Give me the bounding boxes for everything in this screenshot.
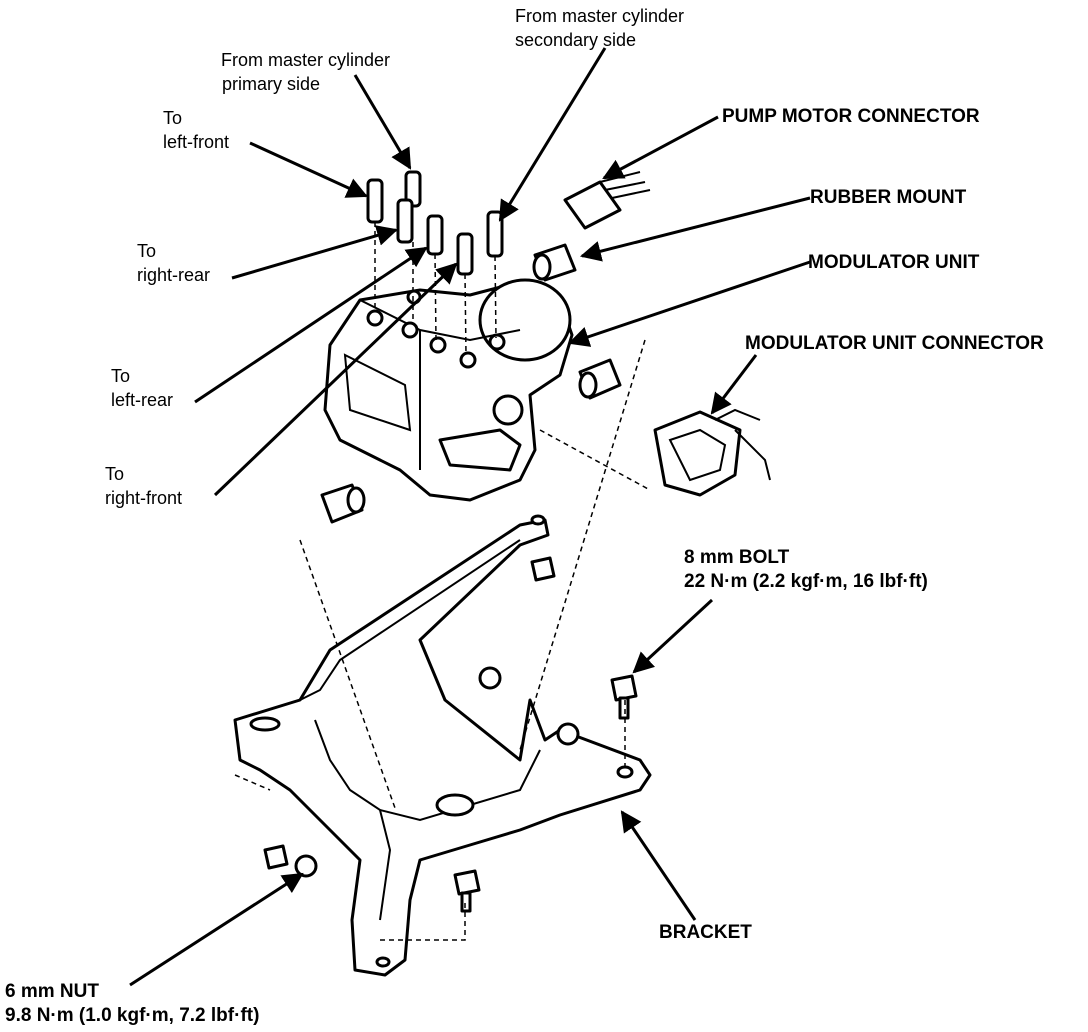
label-master-secondary-line1: From master cylinder [515,6,685,26]
brake-line-fittings [366,170,504,356]
label-master-primary-line2: primary side [222,74,321,94]
label-right-rear-line2: right-rear [137,265,211,285]
leader-lines [129,47,811,987]
label-modulator-unit: MODULATOR UNIT [808,252,980,273]
label-left-rear-line1: To [111,366,131,386]
bracket-part [233,514,652,977]
label-master-primary-line1: From master cylinder [221,50,391,70]
label-right-front-line2: right-front [105,488,183,508]
label-nut-line2: 9.8 N·m (1.0 kgf·m, 7.2 lbf·ft) [5,1005,260,1026]
pump-motor-connector-part [563,171,651,230]
label-modulator-unit-connector: MODULATOR UNIT CONNECTOR [745,333,1044,354]
label-bolt-line1: 8 mm BOLT [684,547,790,568]
label-pump-motor-connector: PUMP MOTOR CONNECTOR [722,106,980,127]
label-master-primary: From master cylinder primary side [221,48,390,96]
label-right-front-line1: To [105,464,125,484]
modulator-unit-body [323,278,574,502]
label-master-secondary-line2: secondary side [515,30,637,50]
label-nut-line1: 6 mm NUT [5,981,99,1002]
label-right-rear-line1: To [137,241,157,261]
label-right-front: To right-front [105,462,182,510]
label-left-front-line1: To [163,108,183,128]
label-bracket: BRACKET [659,922,752,943]
label-left-rear: To left-rear [111,364,173,412]
label-left-front-line2: left-front [163,132,230,152]
rubber-mounts [320,243,622,524]
label-nut: 6 mm NUT 9.8 N·m (1.0 kgf·m, 7.2 lbf·ft) [5,980,259,1028]
label-left-front: To left-front [163,106,229,154]
modulator-unit-connector-part [653,408,771,497]
fasteners [263,556,638,913]
label-bolt: 8 mm BOLT 22 N·m (2.2 kgf·m, 16 lbf·ft) [684,546,928,594]
label-rubber-mount: RUBBER MOUNT [810,187,967,208]
label-left-rear-line2: left-rear [111,390,174,410]
label-bolt-line2: 22 N·m (2.2 kgf·m, 16 lbf·ft) [684,571,928,592]
label-master-secondary: From master cylinder secondary side [515,4,684,52]
label-right-rear: To right-rear [137,239,210,287]
alignment-lines [234,339,651,941]
